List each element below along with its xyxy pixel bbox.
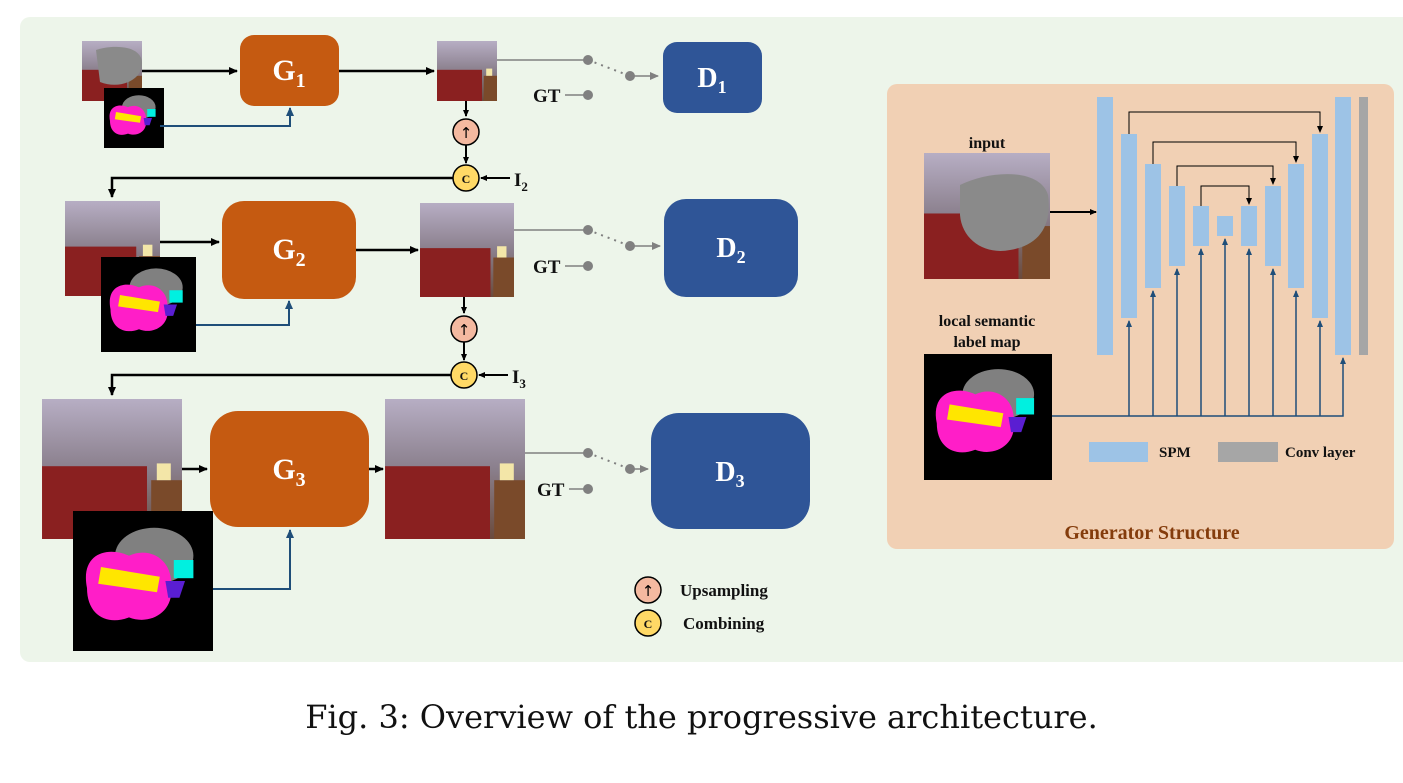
- gt-label-1: GT: [533, 86, 561, 107]
- combine-symbol-2: C: [460, 369, 469, 383]
- spm-block-11: [1335, 97, 1351, 355]
- legend-combine-symbol: C: [644, 617, 653, 631]
- arrow-labelmap-g2: [196, 300, 293, 326]
- label-map-feed: [1052, 238, 1346, 417]
- spm-block-4: [1169, 186, 1185, 266]
- gs-legend-spm-swatch: [1089, 442, 1148, 462]
- legend-upsample-icon: [634, 576, 662, 604]
- combine-symbol-1: C: [462, 172, 471, 186]
- gs-legend-spm-label: SPM: [1159, 445, 1191, 461]
- gs-mask-region: [960, 174, 1049, 251]
- conv-layer-block: [1359, 97, 1368, 355]
- mask-region-1: [96, 46, 143, 85]
- gs-title: Generator Structure: [1064, 522, 1239, 544]
- gt-label-3: GT: [537, 480, 565, 501]
- generator-g2: [222, 201, 356, 299]
- row-1: G1 GT D1: [82, 35, 762, 148]
- gs-labelmap-line2: label map: [953, 334, 1020, 351]
- spm-block-6: [1217, 216, 1233, 236]
- gt-label-2: GT: [533, 257, 561, 278]
- discriminator-d1-label: D1: [697, 63, 726, 97]
- arrow-labelmap-g3: [213, 529, 294, 590]
- discriminator-d3-label: D3: [715, 457, 744, 491]
- generator-g3: [210, 411, 369, 527]
- generator-structure-panel: input local semantic label map: [887, 84, 1394, 549]
- discriminator-d1: [663, 42, 762, 113]
- spm-block-9: [1288, 164, 1304, 288]
- spm-block-1: [1097, 97, 1113, 355]
- generator-g1: [240, 35, 339, 106]
- spm-block-3: [1145, 164, 1161, 288]
- discriminator-d2-label: D2: [716, 233, 745, 267]
- spm-block-10: [1312, 134, 1328, 318]
- upsample-symbol-1: ↑: [460, 124, 473, 142]
- dotted-2: [587, 229, 631, 247]
- gs-labelmap-line1: local semantic: [939, 313, 1035, 330]
- dotted-1: [587, 59, 631, 77]
- label-map-2: [101, 257, 196, 352]
- row-3: G3 GT D3: [42, 399, 810, 651]
- arrow-comb1-row2: [108, 176, 453, 198]
- generator-g1-label: G1: [272, 54, 305, 92]
- dotted-3: [587, 452, 631, 470]
- output-image-2: [420, 203, 514, 297]
- spm-block-7: [1241, 206, 1257, 246]
- output-image-3: [385, 399, 525, 539]
- arrow-labelmap-g1: [160, 107, 294, 127]
- discriminator-d3: [651, 413, 810, 529]
- figure-caption: Fig. 3: Overview of the progressive arch…: [305, 698, 1098, 736]
- side-input-i3: I3: [512, 367, 526, 391]
- discriminator-d2: [664, 199, 798, 297]
- label-map-1: [104, 88, 164, 148]
- gs-legend-conv-swatch: [1218, 442, 1278, 462]
- gs-legend-conv-label: Conv layer: [1285, 445, 1356, 461]
- spm-block-8: [1265, 186, 1281, 266]
- arrow-comb2-row3: [108, 373, 451, 396]
- unet-blocks: [1097, 97, 1368, 355]
- output-image-1: [437, 41, 497, 101]
- spm-block-2: [1121, 134, 1137, 318]
- label-map-3: [73, 511, 213, 651]
- legend: ↑ Upsampling C Combining: [634, 576, 768, 637]
- dot-gt-2: [583, 261, 593, 271]
- legend-combine-icon: [634, 609, 662, 637]
- spm-block-5: [1193, 206, 1209, 246]
- legend-combining-label: Combining: [683, 614, 765, 633]
- gs-input-label: input: [969, 135, 1006, 152]
- legend-upsampling-label: Upsampling: [680, 581, 768, 600]
- generator-g3-label: G3: [272, 453, 305, 491]
- dot-gt-1: [583, 90, 593, 100]
- upsample-symbol-2: ↑: [458, 321, 471, 339]
- dot-gt-3: [583, 484, 593, 494]
- legend-upsample-symbol: ↑: [642, 582, 655, 600]
- skip-connections: [1128, 111, 1323, 206]
- side-input-i2: I2: [514, 170, 528, 194]
- generator-g2-label: G2: [272, 233, 305, 271]
- gs-label-map: [924, 354, 1052, 480]
- row-2: G2 GT D2: [65, 199, 798, 352]
